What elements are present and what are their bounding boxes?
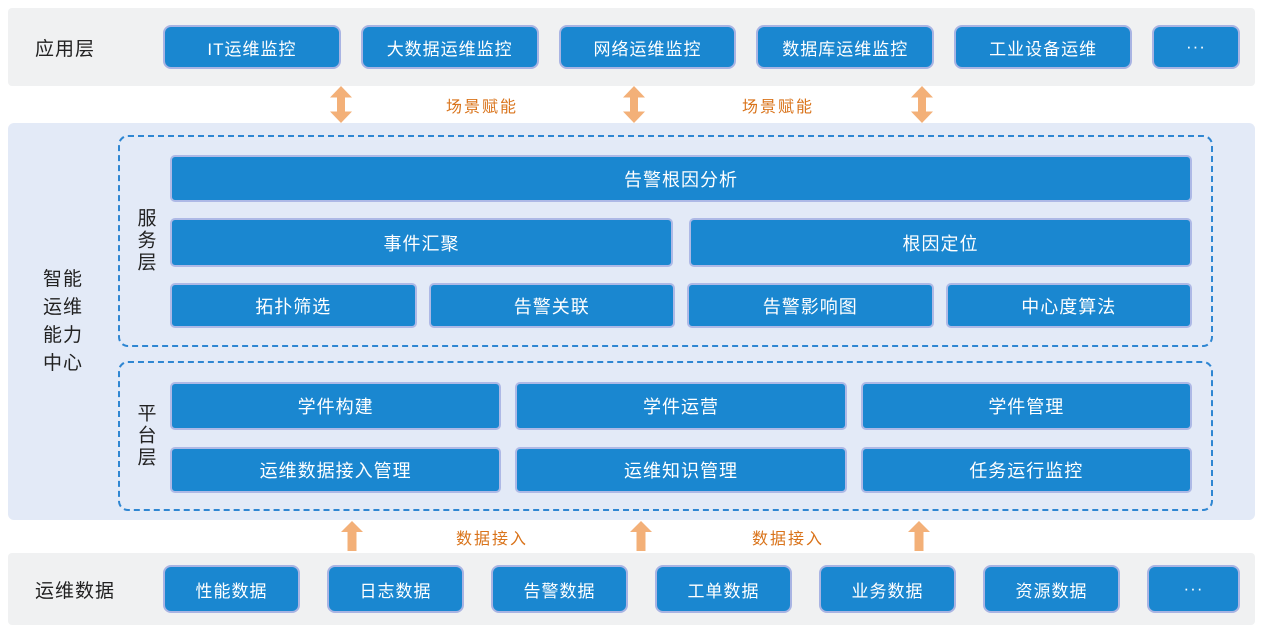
service-layer-box: 服务层 告警根因分析 事件汇聚 根因定位 拓扑筛选 告警关联 告警影响图 中心度…: [118, 135, 1213, 347]
node-alarm-root-cause-analysis: 告警根因分析: [170, 155, 1192, 202]
node-more-applications: ···: [1151, 25, 1240, 69]
platform-layer-box: 平台层 学件构建 学件运营 学件管理 运维数据接入管理 运维知识管理 任务运行监…: [118, 361, 1213, 511]
application-layer-band: 应用层 IT运维监控 大数据运维监控 网络运维监控 数据库运维监控 工业设备运维…: [8, 8, 1255, 86]
platform-layer-label: 平台层: [134, 403, 156, 469]
node-log-data: 日志数据: [327, 565, 464, 613]
node-business-data: 业务数据: [819, 565, 956, 613]
node-performance-data: 性能数据: [163, 565, 300, 613]
node-alarm-data: 告警数据: [491, 565, 628, 613]
scenario-empowerment-label: 场景赋能: [741, 98, 815, 116]
node-learnware-operation: 学件运营: [515, 382, 847, 430]
node-resource-data: 资源数据: [983, 565, 1120, 613]
up-arrow-icon: [908, 521, 930, 551]
data-access-label: 数据接入: [751, 530, 825, 548]
capability-center-band: 智能 运维 能力 中心 服务层 告警根因分析 事件汇聚 根因定位 拓扑筛选 告警…: [8, 123, 1255, 520]
capability-center-label: 智能 运维 能力 中心: [42, 268, 83, 374]
node-ops-knowledge-management: 运维知识管理: [515, 447, 847, 493]
node-alarm-correlation: 告警关联: [428, 283, 675, 328]
node-event-aggregation: 事件汇聚: [170, 218, 673, 267]
node-topology-filtering: 拓扑筛选: [170, 283, 417, 328]
double-arrow-icon: [911, 86, 933, 123]
application-layer-items: IT运维监控 大数据运维监控 网络运维监控 数据库运维监控 工业设备运维 ···: [163, 25, 1240, 69]
node-it-ops-monitoring: IT运维监控: [163, 25, 341, 69]
scenario-empowerment-connector: 场景赋能 场景赋能: [0, 86, 1263, 123]
application-layer-label: 应用层: [35, 38, 96, 60]
node-more-data: ···: [1147, 565, 1240, 613]
node-bigdata-ops-monitoring: 大数据运维监控: [360, 25, 539, 69]
up-arrow-icon: [341, 521, 363, 551]
node-task-run-monitoring: 任务运行监控: [860, 447, 1192, 493]
service-layer-label: 服务层: [134, 208, 156, 274]
double-arrow-icon: [330, 86, 352, 123]
data-access-label: 数据接入: [455, 530, 529, 548]
node-database-ops-monitoring: 数据库运维监控: [756, 25, 935, 69]
ops-data-label: 运维数据: [35, 580, 116, 602]
node-alarm-impact-graph: 告警影响图: [687, 283, 934, 328]
node-ticket-data: 工单数据: [655, 565, 792, 613]
node-learnware-construction: 学件构建: [170, 382, 502, 430]
node-network-ops-monitoring: 网络运维监控: [558, 25, 737, 69]
node-learnware-management: 学件管理: [860, 382, 1192, 430]
node-ops-data-access-management: 运维数据接入管理: [170, 447, 502, 493]
node-industrial-equipment-ops: 工业设备运维: [954, 25, 1132, 69]
double-arrow-icon: [623, 86, 645, 123]
up-arrow-icon: [630, 521, 652, 551]
data-access-connector: 数据接入 数据接入: [0, 520, 1263, 553]
scenario-empowerment-label: 场景赋能: [445, 98, 519, 116]
ops-data-items: 性能数据 日志数据 告警数据 工单数据 业务数据 资源数据 ···: [163, 565, 1240, 613]
node-centrality-algorithm: 中心度算法: [945, 283, 1192, 328]
ops-data-band: 运维数据 性能数据 日志数据 告警数据 工单数据 业务数据 资源数据 ···: [8, 553, 1255, 625]
node-root-cause-location: 根因定位: [689, 218, 1192, 267]
